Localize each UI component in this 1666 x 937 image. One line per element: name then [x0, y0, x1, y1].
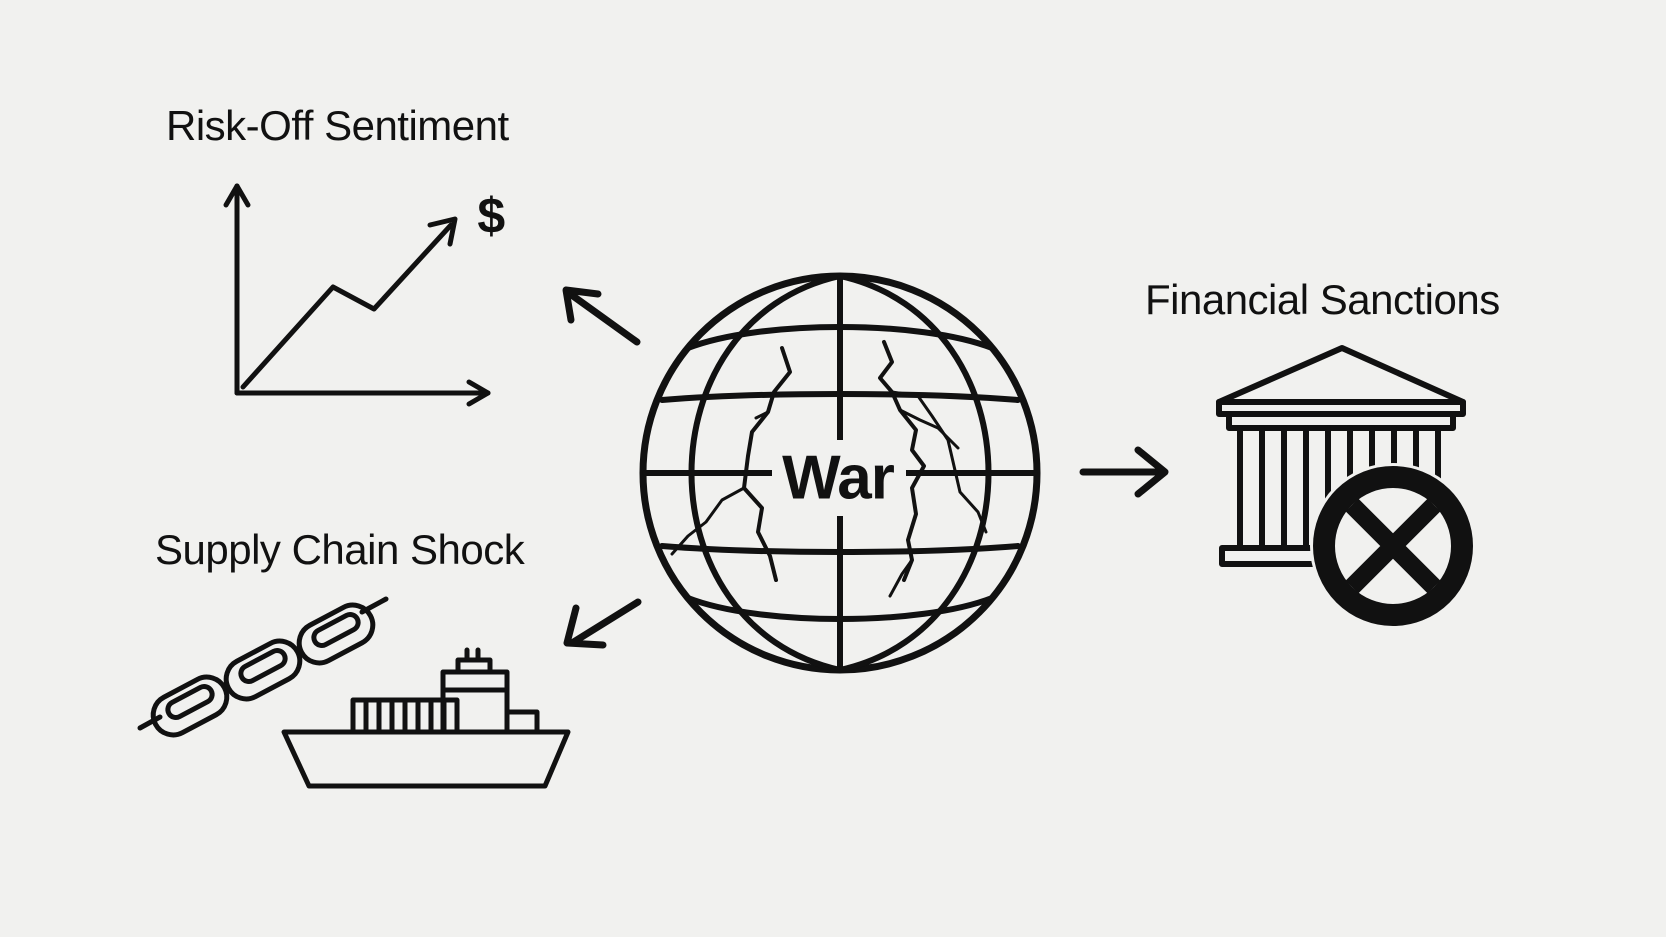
risk-off-label: Risk-Off Sentiment [166, 102, 509, 149]
arrow-to-supply-chain [563, 598, 642, 649]
rising-chart-icon [223, 183, 491, 407]
cargo-ship-icon [281, 647, 571, 789]
arrow-to-sanctions [1079, 446, 1169, 498]
arrow-to-risk-off [562, 286, 641, 346]
dollar-sign: $ [477, 188, 505, 244]
war-label-backdrop [772, 440, 906, 516]
war-label: War [782, 443, 895, 513]
supply-chain-label: Supply Chain Shock [155, 526, 525, 573]
chain-icon [137, 596, 389, 738]
blocked-x-icon [1310, 463, 1476, 629]
sanctions-label: Financial Sanctions [1145, 276, 1500, 323]
